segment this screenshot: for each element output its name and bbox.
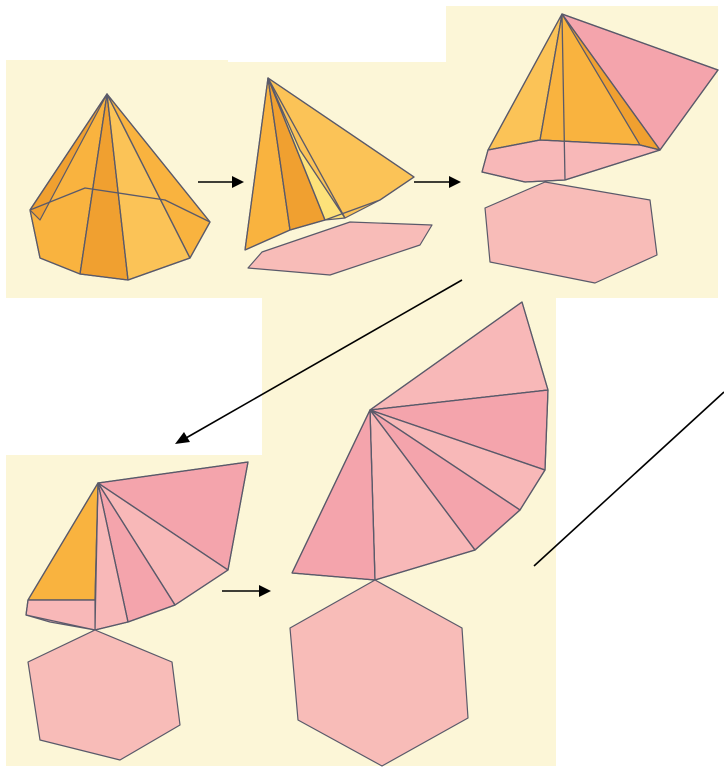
arrow-step-2-to-3 xyxy=(414,176,461,188)
pyramid-edge xyxy=(481,13,719,183)
step-2-base-detached xyxy=(244,77,433,276)
pyramid-edge xyxy=(29,93,211,281)
pyramid-edge xyxy=(267,77,326,221)
pyramid-edge xyxy=(79,93,108,275)
pyramid-edge xyxy=(106,93,129,281)
arrow-step-4-to-5 xyxy=(222,585,271,597)
pyramid-edge xyxy=(97,482,129,623)
arrows xyxy=(175,176,724,597)
step-5-full-net xyxy=(289,301,549,767)
pyramid-edge xyxy=(106,93,191,259)
net-edge xyxy=(369,409,546,471)
hexagon-base xyxy=(27,629,181,761)
net-edge xyxy=(369,389,549,411)
pyramid-edge xyxy=(539,13,563,141)
pyramid-edge xyxy=(561,13,566,181)
pyramid-edge xyxy=(267,77,346,219)
pyramid-edge xyxy=(97,482,176,606)
pyramid-edge xyxy=(487,139,661,151)
arrow-step-3-to-4 xyxy=(175,279,463,444)
step-3-one-face-unfolded xyxy=(481,13,719,284)
hexagon-base xyxy=(247,221,433,276)
step-4-four-faces-unfolded xyxy=(25,461,249,761)
step-1-closed-pyramid xyxy=(29,93,211,281)
pyramid-edge xyxy=(561,13,661,151)
pyramid-edge xyxy=(97,482,229,571)
base-edge xyxy=(29,187,211,223)
net-edge xyxy=(369,409,376,581)
pyramid-edge xyxy=(267,77,291,231)
arrow-step-1-to-2 xyxy=(198,176,244,188)
net-edge xyxy=(369,409,476,551)
hexagon-base xyxy=(289,579,469,767)
continuation-line xyxy=(533,391,724,567)
hexagon-base xyxy=(484,181,658,284)
net-edge xyxy=(369,409,521,511)
pyramid-edge xyxy=(94,482,99,601)
